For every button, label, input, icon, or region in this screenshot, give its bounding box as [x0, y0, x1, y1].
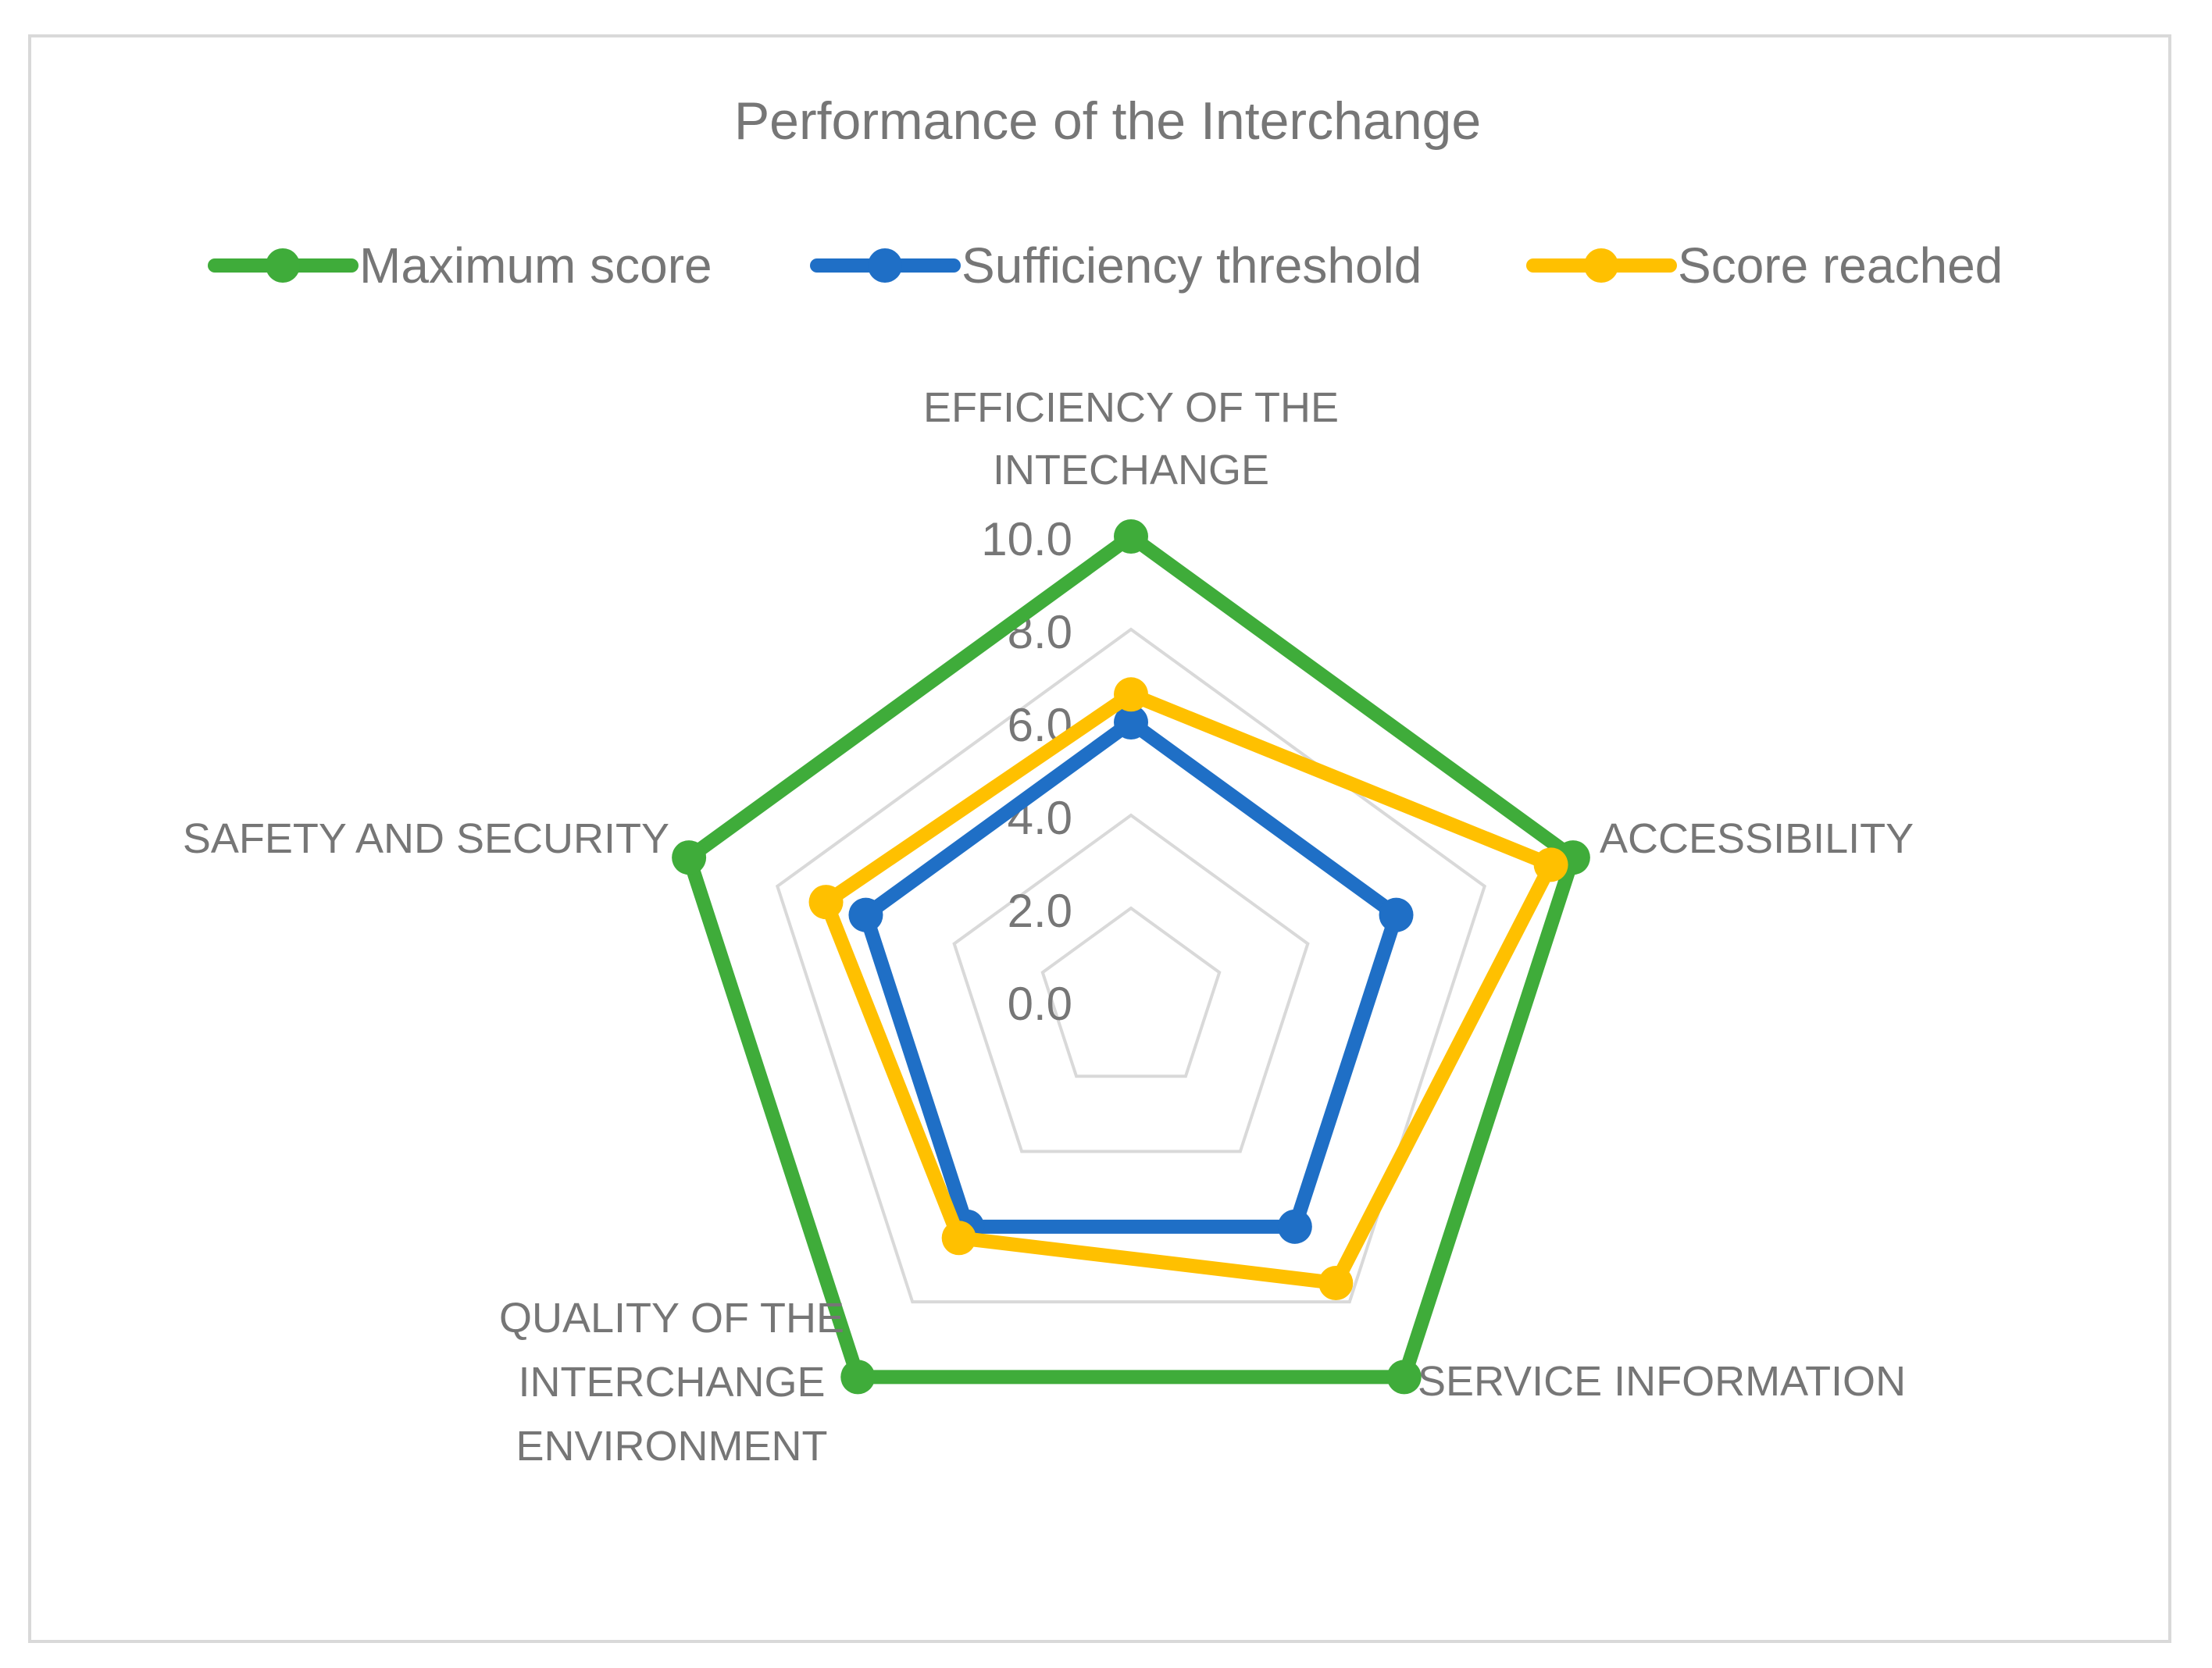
legend-item: Score reached: [1526, 237, 2003, 294]
tick-label: 10.0: [981, 513, 1072, 565]
grid-ring: [1040, 906, 1222, 1078]
tick-label: 0.0: [1008, 978, 1072, 1030]
data-point: [1386, 1360, 1422, 1395]
data-point: [1533, 847, 1568, 882]
data-point: [1114, 519, 1148, 554]
data-point: [840, 1360, 876, 1395]
data-point: [808, 885, 844, 920]
legend-item: Sufficiency threshold: [810, 237, 1422, 294]
data-point: [848, 897, 883, 932]
data-point: [1114, 705, 1148, 740]
legend-swatch-marker: [868, 248, 902, 283]
data-point: [1379, 897, 1414, 932]
grid-ring: [952, 813, 1310, 1153]
series-layer: [672, 519, 1590, 1395]
legend-label: Maximum score: [359, 237, 712, 294]
series-line: [858, 715, 1404, 1234]
series-line: [682, 529, 1580, 1385]
series-0: [672, 519, 1590, 1395]
legend-label: Sufficiency threshold: [962, 237, 1422, 294]
data-point: [1114, 677, 1148, 712]
grid-ring: [775, 627, 1487, 1304]
category-label: ACCESSIBILITY: [1600, 815, 1914, 862]
legend-swatch-marker: [266, 248, 300, 283]
data-point: [1277, 1209, 1312, 1244]
legend: Maximum score Sufficiency threshold Score …: [208, 237, 2003, 294]
category-label: SERVICE INFORMATION: [1418, 1358, 1906, 1405]
series-2: [808, 677, 1568, 1301]
data-point: [1318, 1266, 1354, 1301]
legend-label: Score reached: [1678, 237, 2003, 294]
data-point: [672, 840, 707, 875]
chart-title: Performance of the Interchange: [734, 91, 1481, 151]
series-line: [819, 687, 1558, 1291]
category-label: SAFETY AND SECURITY: [183, 815, 669, 862]
legend-item: Maximum score: [208, 237, 712, 294]
tick-label: 2.0: [1008, 885, 1072, 937]
legend-swatch-marker: [1584, 248, 1618, 283]
data-point: [941, 1221, 976, 1256]
